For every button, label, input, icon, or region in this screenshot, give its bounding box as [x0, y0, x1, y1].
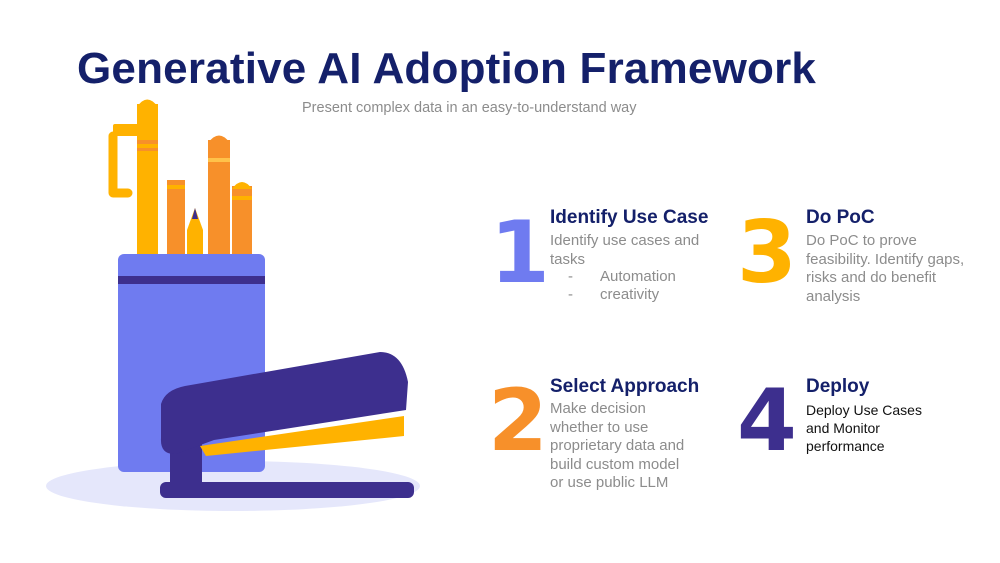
short-marker-icon [232, 182, 252, 256]
pencil-cup-and-stapler-illustration [0, 0, 460, 530]
step-2-number: 2 [488, 378, 548, 464]
bent-pen-icon [113, 124, 139, 193]
bullet-dash: - [568, 268, 573, 285]
step-1-bullet-1: Automation [600, 268, 676, 285]
step-4-number: 4 [737, 378, 797, 464]
step-1-description: Identify use cases and tasks [550, 232, 700, 269]
step-1-bullet-2: creativity [600, 286, 659, 303]
short-orange-pen-icon [167, 180, 185, 256]
pencil-icon [187, 208, 203, 256]
step-2-title: Select Approach [550, 376, 699, 398]
step-4-title: Deploy [806, 376, 869, 398]
tall-yellow-pen-icon [137, 100, 158, 255]
step-1-number: 1 [490, 210, 550, 296]
step-1-title: Identify Use Case [550, 207, 708, 229]
tall-orange-marker-icon [208, 136, 230, 257]
step-2-description: Make decision whether to use proprietary… [550, 400, 695, 493]
bullet-dash: - [568, 286, 573, 303]
step-3-number: 3 [737, 210, 797, 296]
step-4-description: Deploy Use Cases and Monitor performance [806, 401, 941, 455]
step-3-title: Do PoC [806, 207, 875, 229]
step-3-description: Do PoC to prove feasibility. Identify ga… [806, 232, 971, 306]
